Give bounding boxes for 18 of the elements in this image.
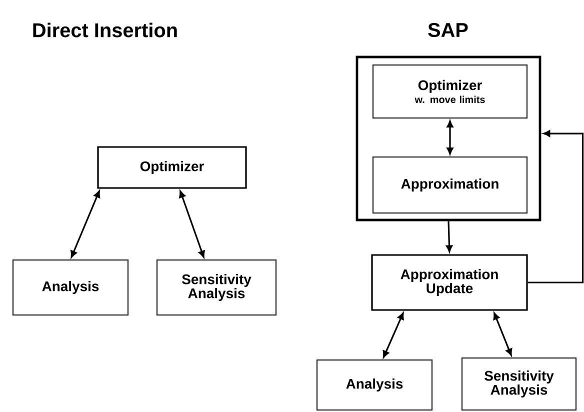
arrow <box>179 190 205 258</box>
process-box: Analysis <box>316 360 432 410</box>
process-box: Approximation <box>372 156 528 214</box>
process-box: Optimizer w. move limits <box>372 64 528 118</box>
arrow <box>528 130 584 284</box>
process-box: Optimizer <box>97 146 247 189</box>
group-box <box>356 56 542 222</box>
process-box: Sensitivity Analysis <box>156 260 276 316</box>
arrow <box>70 190 100 258</box>
process-box: Sensitivity Analysis <box>462 358 576 410</box>
arrow <box>446 120 454 154</box>
heading: SAP <box>428 22 468 38</box>
arrow <box>493 312 512 356</box>
process-box: Analysis <box>12 260 128 316</box>
arrow <box>446 221 453 252</box>
process-box: Approximation Update <box>371 254 528 311</box>
heading: Direct Insertion <box>33 22 177 38</box>
arrow <box>382 312 404 358</box>
